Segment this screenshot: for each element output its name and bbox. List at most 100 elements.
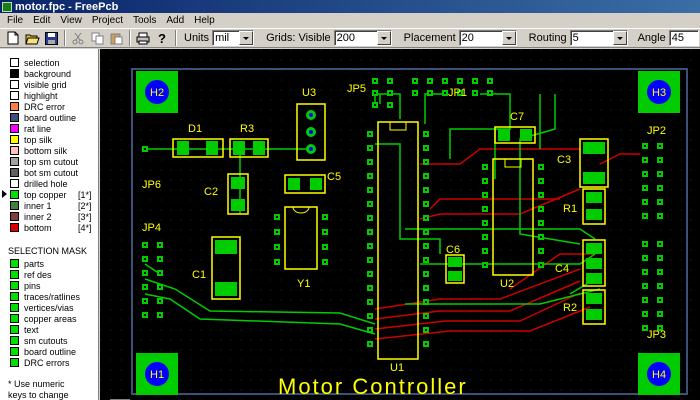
menu-edit[interactable]: Edit xyxy=(33,14,51,26)
layer-row-drc-error[interactable]: DRC error xyxy=(0,101,99,112)
layer-row-background[interactable]: background xyxy=(0,68,99,79)
layer-row-top-copper[interactable]: top copper [1*] xyxy=(0,189,99,200)
mounting-hole-h3[interactable]: H3 xyxy=(638,71,680,113)
chevron-down-icon[interactable] xyxy=(612,31,627,45)
mask-checkbox[interactable] xyxy=(10,281,19,290)
layer-row-rat-line[interactable]: rat line xyxy=(0,123,99,134)
menu-file[interactable]: File xyxy=(7,14,24,26)
part-c4[interactable] xyxy=(582,239,606,287)
mask-checkbox[interactable] xyxy=(10,325,19,334)
chevron-down-icon[interactable] xyxy=(239,31,254,45)
mask-item-ref-des[interactable]: ref des xyxy=(0,269,99,280)
chevron-down-icon[interactable] xyxy=(376,31,391,45)
menu-project[interactable]: Project xyxy=(91,14,123,26)
mounting-hole-h2[interactable]: H2 xyxy=(136,71,178,113)
part-r1[interactable] xyxy=(582,188,606,225)
mask-checkbox[interactable] xyxy=(10,347,19,356)
part-u2[interactable] xyxy=(492,158,534,276)
refdes-r2[interactable]: R2 xyxy=(563,302,577,314)
help-button[interactable]: ? xyxy=(153,30,171,47)
refdes-jp2[interactable]: JP2 xyxy=(647,125,666,137)
mask-checkbox[interactable] xyxy=(10,314,19,323)
refdes-u2[interactable]: U2 xyxy=(500,278,514,290)
layer-row-selection[interactable]: selection xyxy=(0,57,99,68)
menu-help[interactable]: Help xyxy=(194,14,215,26)
refdes-jp4[interactable]: JP4 xyxy=(142,222,161,234)
refdes-c2[interactable]: C2 xyxy=(204,186,218,198)
refdes-jp3[interactable]: JP3 xyxy=(647,329,666,341)
copy-button[interactable] xyxy=(88,30,106,47)
mask-item-parts[interactable]: parts xyxy=(0,258,99,269)
print-button[interactable] xyxy=(134,30,152,47)
routing-grid-select[interactable]: 5 xyxy=(569,30,628,46)
refdes-r3[interactable]: R3 xyxy=(240,123,254,135)
save-button[interactable] xyxy=(42,30,60,47)
menu-add[interactable]: Add xyxy=(166,14,185,26)
layer-row-inner-2[interactable]: inner 2 [3*] xyxy=(0,211,99,222)
refdes-u1[interactable]: U1 xyxy=(390,362,404,374)
placement-grid-select[interactable]: 20 xyxy=(458,30,517,46)
component-pins[interactable] xyxy=(142,78,663,347)
mounting-hole-h4[interactable]: H4 xyxy=(638,353,680,395)
mask-item-pins[interactable]: pins xyxy=(0,280,99,291)
mask-item-board-outline[interactable]: board outline xyxy=(0,346,99,357)
part-c6[interactable] xyxy=(445,254,465,284)
layer-row-inner-1[interactable]: inner 1 [2*] xyxy=(0,200,99,211)
refdes-c3[interactable]: C3 xyxy=(557,154,571,166)
mask-item-drc-errors[interactable]: DRC errors xyxy=(0,357,99,368)
board-outline[interactable] xyxy=(131,68,688,395)
refdes-jp6[interactable]: JP6 xyxy=(142,179,161,191)
layer-row-board-outline[interactable]: board outline xyxy=(0,112,99,123)
cut-button[interactable] xyxy=(69,30,87,47)
refdes-jp5[interactable]: JP5 xyxy=(347,83,366,95)
paste-button[interactable] xyxy=(107,30,125,47)
mask-item-text[interactable]: text xyxy=(0,324,99,335)
layer-row-visible-grid[interactable]: visible grid xyxy=(0,79,99,90)
part-c7[interactable] xyxy=(494,126,536,144)
part-c2[interactable] xyxy=(227,173,249,215)
refdes-c6[interactable]: C6 xyxy=(446,244,460,256)
part-c5[interactable] xyxy=(284,174,326,194)
layer-row-bot-sm-cutout[interactable]: bot sm cutout xyxy=(0,167,99,178)
mask-checkbox[interactable] xyxy=(10,259,19,268)
mask-checkbox[interactable] xyxy=(10,358,19,367)
refdes-u3[interactable]: U3 xyxy=(302,87,316,99)
part-d1[interactable] xyxy=(172,138,224,158)
layer-row-top-sm-cutout[interactable]: top sm cutout xyxy=(0,156,99,167)
open-file-button[interactable] xyxy=(23,30,41,47)
menu-view[interactable]: View xyxy=(60,14,82,26)
refdes-r1[interactable]: R1 xyxy=(563,203,577,215)
refdes-c7[interactable]: C7 xyxy=(510,111,524,123)
mask-item-copper-areas[interactable]: copper areas xyxy=(0,313,99,324)
mask-item-vertices[interactable]: vertices/vias xyxy=(0,302,99,313)
part-c3[interactable] xyxy=(579,138,609,188)
part-r2[interactable] xyxy=(582,289,606,325)
mask-checkbox[interactable] xyxy=(10,303,19,312)
angle-select[interactable]: 45 xyxy=(668,30,699,46)
refdes-c1[interactable]: C1 xyxy=(192,269,206,281)
mask-checkbox[interactable] xyxy=(10,270,19,279)
part-y1[interactable] xyxy=(284,206,318,270)
mounting-hole-h1[interactable]: H1 xyxy=(136,353,178,395)
layer-row-top-silk[interactable]: top silk xyxy=(0,134,99,145)
mask-item-sm-cutouts[interactable]: sm cutouts xyxy=(0,335,99,346)
units-select[interactable]: mil xyxy=(212,30,255,46)
refdes-c5[interactable]: C5 xyxy=(327,171,341,183)
chevron-down-icon[interactable] xyxy=(501,31,516,45)
refdes-d1[interactable]: D1 xyxy=(188,123,202,135)
refdes-y1[interactable]: Y1 xyxy=(297,278,310,290)
menu-tools[interactable]: Tools xyxy=(132,14,157,26)
layer-row-bottom-silk[interactable]: bottom silk xyxy=(0,145,99,156)
layer-row-bottom[interactable]: bottom [4*] xyxy=(0,222,99,233)
part-r3[interactable] xyxy=(229,138,269,158)
mask-checkbox[interactable] xyxy=(10,336,19,345)
layer-row-highlight[interactable]: highlight xyxy=(0,90,99,101)
new-file-button[interactable] xyxy=(4,30,22,47)
mask-item-traces[interactable]: traces/ratlines xyxy=(0,291,99,302)
part-u1[interactable] xyxy=(377,121,419,360)
pcb-canvas[interactable]: H2 H3 H1 H4 xyxy=(100,49,700,400)
grid-visible-select[interactable]: 200 xyxy=(333,30,392,46)
layer-row-drilled-hole[interactable]: drilled hole xyxy=(0,178,99,189)
refdes-jp1[interactable]: JP1 xyxy=(448,87,467,99)
part-c1[interactable] xyxy=(211,236,241,300)
